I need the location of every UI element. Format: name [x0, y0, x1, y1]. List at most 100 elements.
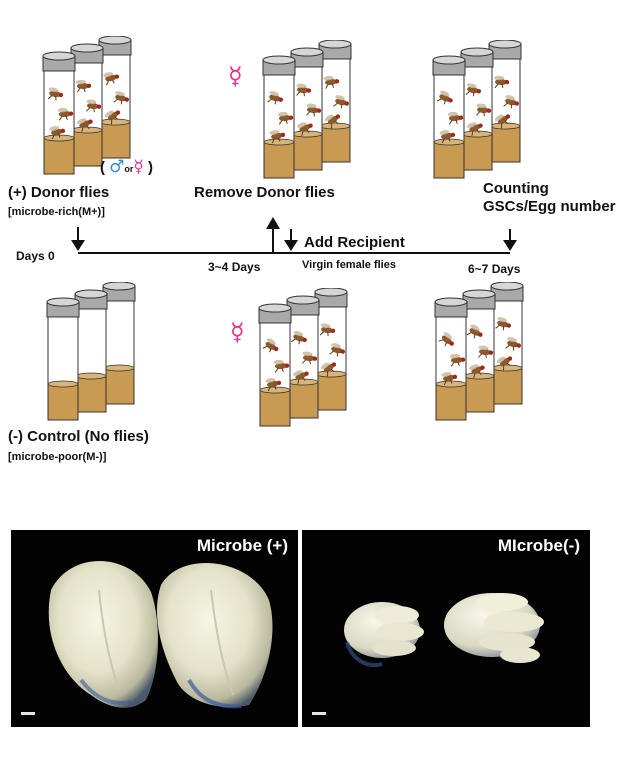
- fly-icon: [292, 370, 309, 384]
- vial-group-counting-top: [432, 40, 522, 179]
- fly-icon: [438, 332, 454, 347]
- vial-group-recipient: [258, 288, 348, 427]
- days-6-7-label: 6~7 Days: [468, 262, 521, 276]
- fly-icon: [113, 91, 129, 105]
- fly-icon: [466, 324, 483, 339]
- fly-icon: [103, 72, 120, 86]
- fly-icon: [449, 353, 466, 367]
- fly-icon: [324, 114, 341, 129]
- fly-icon: [465, 83, 482, 97]
- paren-open: (: [100, 159, 105, 176]
- control-label: (-) Control (No flies): [8, 428, 149, 445]
- counting-label-2: GSCs/Egg number: [483, 198, 616, 215]
- remove-arrow: [266, 217, 280, 253]
- vial: [490, 282, 524, 405]
- fly-icon: [468, 364, 485, 378]
- food: [319, 125, 351, 163]
- fly-icon: [439, 130, 456, 144]
- fly-icon: [494, 114, 511, 129]
- control-sublabel: [microbe-poor(M-)]: [8, 451, 107, 463]
- fly-icon: [277, 111, 294, 125]
- ovary-image-minus: [344, 593, 544, 667]
- fly-icon: [503, 95, 519, 109]
- fly-icon: [320, 362, 337, 377]
- add-arrow: [284, 229, 298, 251]
- timeline: [71, 217, 517, 254]
- fly-icon: [478, 345, 494, 359]
- fly-icon: [436, 90, 453, 105]
- vial-group-donor: [42, 36, 132, 175]
- fly-icon: [495, 317, 511, 331]
- fly-icon: [466, 122, 483, 136]
- vial: [488, 40, 522, 163]
- vial: [460, 47, 494, 171]
- scale-bar-minus: [312, 712, 326, 715]
- fly-icon: [296, 83, 312, 97]
- food: [43, 137, 75, 175]
- virgin-female-label: Virgin female flies: [302, 259, 396, 271]
- donor-sublabel: [microbe-rich(M+)]: [8, 206, 105, 218]
- food: [259, 389, 291, 427]
- photo-title-minus: MIcrobe(-): [497, 536, 580, 555]
- food: [99, 121, 131, 159]
- fly-icon: [306, 103, 322, 117]
- vial: [70, 43, 104, 167]
- counting-arrow: [503, 229, 517, 251]
- ovary-image-plus: [48, 560, 273, 709]
- donor-sex-note: ( ♂or☿ ): [100, 157, 153, 177]
- fly-icon: [476, 103, 492, 117]
- male-symbol: ♂: [109, 157, 125, 177]
- or-text: or: [124, 164, 134, 174]
- fly-icon: [86, 99, 102, 113]
- vial: [74, 289, 108, 413]
- vial: [290, 47, 324, 171]
- vial: [102, 282, 136, 405]
- food: [435, 383, 467, 421]
- days-3-4-label: 3~4 Days: [208, 260, 261, 274]
- fly-icon: [329, 343, 345, 357]
- add-recipient-label: Add Recipient: [304, 234, 405, 251]
- paren-close: ): [148, 159, 154, 176]
- fly-icon: [57, 107, 74, 121]
- food: [491, 367, 523, 405]
- remove-donor-label: Remove Donor flies: [194, 184, 335, 201]
- donor-label: (+) Donor flies: [8, 184, 110, 201]
- vial: [258, 303, 292, 427]
- fly-icon: [49, 126, 66, 140]
- fly-icon: [47, 87, 64, 101]
- vial: [42, 51, 76, 175]
- photo-title-plus: Microbe (+): [196, 536, 288, 555]
- scale-bar-plus: [21, 712, 35, 715]
- vial: [46, 297, 80, 421]
- food: [287, 381, 319, 419]
- fly-icon: [447, 111, 464, 125]
- fly-icon: [267, 91, 283, 105]
- food: [433, 141, 465, 179]
- fly-icon: [441, 372, 458, 386]
- fly-icon: [505, 337, 521, 351]
- food: [103, 367, 135, 405]
- food: [71, 129, 103, 167]
- vial: [434, 297, 468, 421]
- food: [263, 141, 295, 179]
- fly-icon: [104, 110, 121, 125]
- fly-icon: [302, 351, 318, 365]
- food: [47, 383, 79, 421]
- fly-icon: [494, 75, 510, 89]
- vial: [318, 40, 352, 163]
- fly-icon: [323, 75, 340, 89]
- vial: [98, 36, 132, 159]
- vial-group-counting-bottom: [434, 282, 524, 421]
- food: [463, 375, 495, 413]
- food: [75, 375, 107, 413]
- fly-icon: [273, 359, 290, 373]
- photo-microbe-plus: Microbe (+): [11, 530, 298, 727]
- fly-icon: [75, 79, 92, 93]
- food: [489, 125, 521, 163]
- food: [291, 133, 323, 171]
- fly-icon: [291, 330, 307, 345]
- vial: [432, 55, 466, 179]
- vial-group-remove: [262, 40, 352, 179]
- counting-label-1: Counting: [483, 180, 549, 197]
- food: [315, 373, 347, 411]
